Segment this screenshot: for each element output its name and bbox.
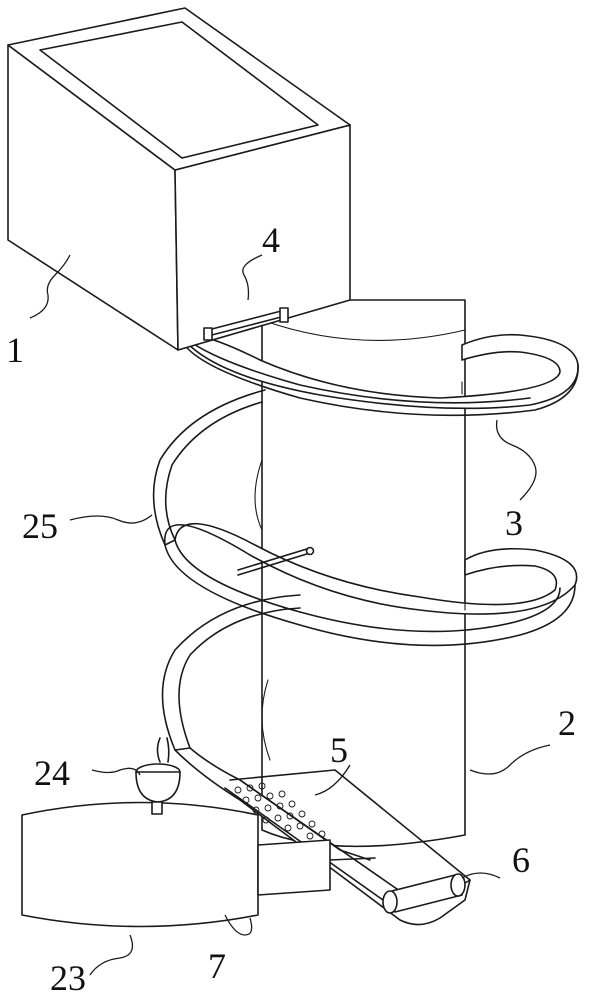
central-column (261, 299, 466, 848)
upper-spiral-left (152, 389, 266, 546)
roller (382, 873, 466, 914)
sieve-holes (234, 782, 326, 840)
label-tank-front: 23 (50, 958, 86, 998)
label-pipe: 25 (22, 506, 58, 546)
label-tank: 7 (208, 946, 226, 986)
middle-spiral (164, 522, 578, 647)
label-hopper: 1 (6, 330, 24, 370)
leader-lines (29, 254, 551, 976)
top-rod (203, 307, 289, 341)
tank (21, 801, 331, 928)
label-sieve-tray: 5 (330, 730, 348, 770)
label-top-rod: 4 (262, 220, 280, 260)
label-column: 2 (558, 703, 576, 743)
label-pump: 24 (34, 753, 70, 793)
label-roller: 6 (512, 840, 530, 880)
sieve-tray (174, 747, 471, 926)
pump (135, 737, 181, 815)
hopper (7, 7, 351, 351)
label-upper-chute: 3 (505, 503, 523, 543)
